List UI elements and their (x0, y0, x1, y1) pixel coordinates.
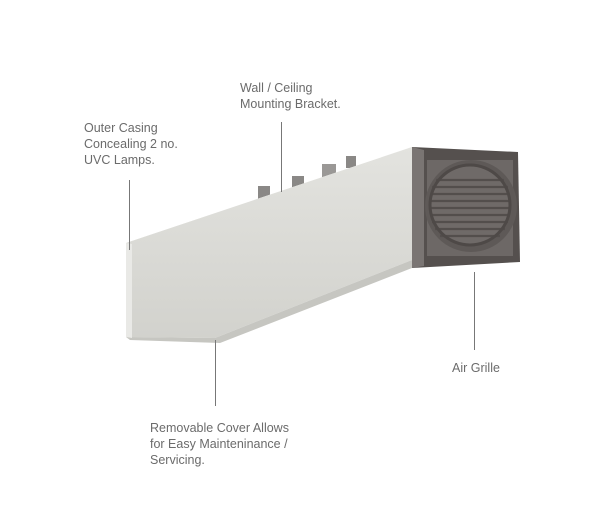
callout-bracket-line1: Wall / Ceiling (240, 81, 313, 95)
callout-air-grille-line1: Air Grille (452, 361, 500, 375)
air-grille-housing (412, 147, 520, 268)
casing-end-cap (126, 243, 132, 338)
callout-outer-casing-line1: Outer Casing (84, 121, 158, 135)
callout-cover: Removable Cover Allows for Easy Mainteni… (150, 420, 289, 468)
leader-lines (129, 122, 475, 406)
callout-outer-casing: Outer Casing Concealing 2 no. UVC Lamps. (84, 120, 178, 168)
callout-bracket: Wall / Ceiling Mounting Bracket. (240, 80, 341, 112)
callout-cover-line2: for Easy Mainteninance / (150, 437, 288, 451)
callout-bracket-line2: Mounting Bracket. (240, 97, 341, 111)
casing-front-face (126, 147, 412, 338)
callout-air-grille: Air Grille (452, 360, 500, 376)
callout-cover-line1: Removable Cover Allows (150, 421, 289, 435)
callout-outer-casing-line2: Concealing 2 no. (84, 137, 178, 151)
callout-outer-casing-line3: UVC Lamps. (84, 153, 155, 167)
callout-cover-line3: Servicing. (150, 453, 205, 467)
